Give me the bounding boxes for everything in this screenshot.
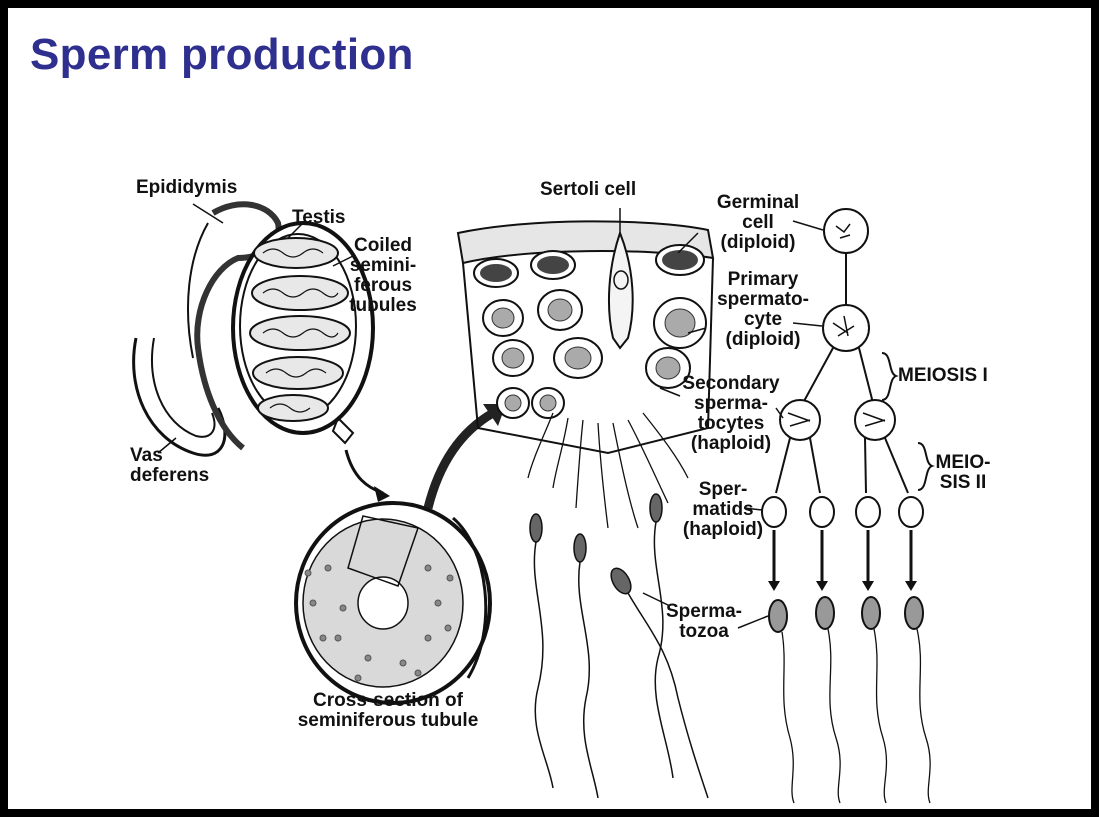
label-coiled-line-4: tubules xyxy=(338,296,428,316)
label-coiled-seminiferous-tubules: Coiled semini- ferous tubules xyxy=(338,236,428,316)
label-spermatozoa-line-2: tozoa xyxy=(664,622,744,642)
label-germinal-cell: Germinal cell (diploid) xyxy=(708,193,808,253)
label-sertoli-cell: Sertoli cell xyxy=(540,180,636,200)
label-secondary-line-4: (haploid) xyxy=(676,434,786,454)
label-germinal-line-2: cell xyxy=(708,213,808,233)
label-spermatids-line-1: Sper- xyxy=(678,480,768,500)
label-vas-line-1: Vas xyxy=(130,446,209,466)
label-coiled-line-3: ferous xyxy=(338,276,428,296)
label-spermatids-line-3: (haploid) xyxy=(678,520,768,540)
label-coiled-line-2: semini- xyxy=(338,256,428,276)
label-vas-line-2: deferens xyxy=(130,466,209,486)
sperm-production-illustration xyxy=(8,8,1091,809)
label-spermatids: Sper- matids (haploid) xyxy=(678,480,768,540)
label-primary-spermatocyte: Primary spermato- cyte (diploid) xyxy=(708,270,818,350)
label-primary-line-3: cyte xyxy=(708,310,818,330)
label-primary-line-1: Primary xyxy=(708,270,818,290)
label-meiosis2-line-2: SIS II xyxy=(928,473,998,493)
label-primary-line-4: (diploid) xyxy=(708,330,818,350)
slide: Sperm production xyxy=(8,8,1091,809)
label-spermatids-line-2: matids xyxy=(678,500,768,520)
tissue-block-drawing xyxy=(458,208,713,528)
label-germinal-line-3: (diploid) xyxy=(708,233,808,253)
label-cross-line-1: Cross-section of xyxy=(278,691,498,711)
label-secondary-line-2: sperma- xyxy=(676,394,786,414)
label-testis: Testis xyxy=(292,208,346,228)
label-cross-line-2: seminiferous tubule xyxy=(278,711,498,731)
label-secondary-line-1: Secondary xyxy=(676,374,786,394)
label-primary-line-2: spermato- xyxy=(708,290,818,310)
label-spermatozoa-line-1: Sperma- xyxy=(664,602,744,622)
label-epididymis: Epididymis xyxy=(136,178,237,198)
cross-section-drawing xyxy=(296,503,490,703)
label-secondary-spermatocytes: Secondary sperma- tocytes (haploid) xyxy=(676,374,786,454)
label-meiosis-2: MEIO- SIS II xyxy=(928,453,998,493)
label-germinal-line-1: Germinal xyxy=(708,193,808,213)
label-secondary-line-3: tocytes xyxy=(676,414,786,434)
label-meiosis2-line-1: MEIO- xyxy=(928,453,998,473)
label-cross-section: Cross-section of seminiferous tubule xyxy=(278,691,498,731)
label-meiosis-1: MEIOSIS I xyxy=(898,366,988,386)
label-vas-deferens: Vas deferens xyxy=(130,446,209,486)
label-spermatozoa: Sperma- tozoa xyxy=(664,602,744,642)
label-coiled-line-1: Coiled xyxy=(338,236,428,256)
